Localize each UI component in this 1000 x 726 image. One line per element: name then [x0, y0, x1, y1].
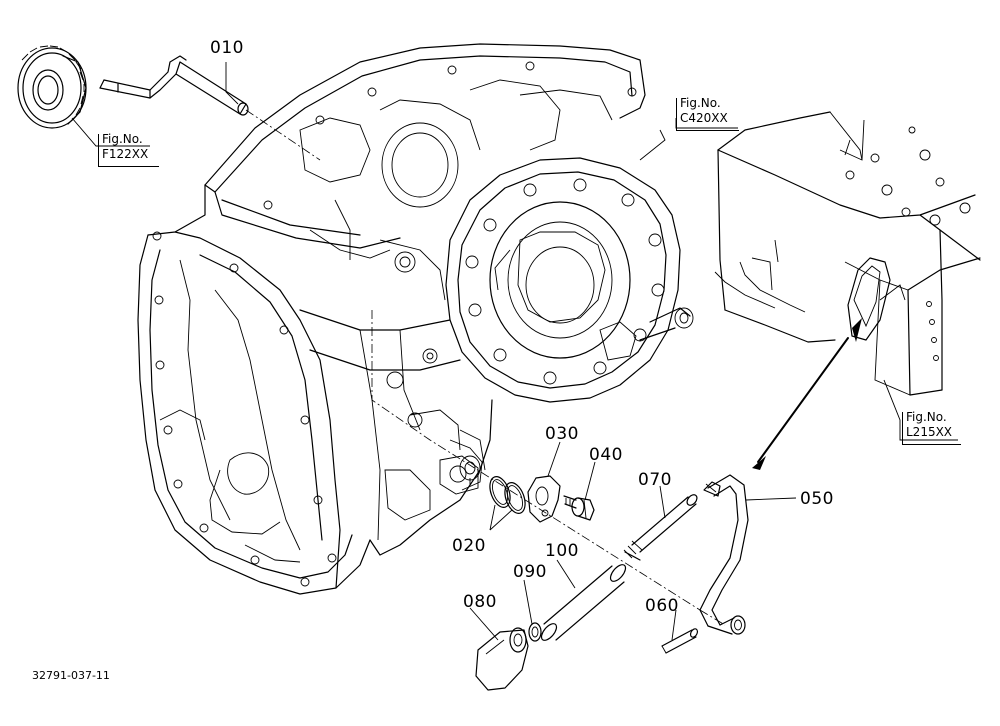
part-label-100: 100 — [545, 541, 579, 561]
figure-ref-prefix: Fig.No. — [680, 96, 721, 110]
arrow-head — [852, 318, 862, 342]
figure-ref-prefix: Fig.No. — [102, 132, 143, 146]
part-label-070: 070 — [638, 470, 672, 490]
figure-ref-c420: Fig.No. C420XX — [676, 96, 739, 131]
part-label-020: 020 — [452, 536, 486, 556]
flange-030-drawing — [527, 475, 561, 523]
gear-drawing — [17, 45, 87, 129]
shaft-010-drawing — [99, 55, 321, 161]
transmission-case-drawing — [137, 43, 646, 595]
drawing-id: 32791-037-11 — [32, 669, 110, 682]
figure-ref-code: F122XX — [102, 147, 149, 161]
bolt-040-drawing — [563, 495, 595, 521]
pipe-100-drawing — [540, 564, 627, 641]
figure-ref-code: L215XX — [906, 425, 953, 439]
pipe-050-drawing — [699, 474, 749, 635]
figure-ref-f122: Fig.No. F122XX — [98, 132, 159, 167]
part-label-010: 010 — [210, 38, 244, 58]
figure-ref-prefix: Fig.No. — [906, 410, 947, 424]
part-label-030: 030 — [545, 424, 579, 444]
part-label-080: 080 — [463, 592, 497, 612]
plug-080-drawing — [475, 627, 529, 691]
hydraulic-block-drawing — [714, 111, 981, 396]
part-label-090: 090 — [513, 562, 547, 582]
washer-090-drawing — [528, 622, 542, 642]
part-label-060: 060 — [645, 596, 679, 616]
arrow-shaft — [757, 337, 849, 463]
pipe-070-drawing — [623, 494, 698, 561]
part-label-050: 050 — [800, 489, 834, 509]
leader-lines — [71, 62, 958, 641]
o-rings-020-drawing — [489, 476, 526, 514]
rear-flange-drawing — [445, 157, 694, 403]
assembly-centre-line — [371, 310, 701, 611]
figure-ref-code: C420XX — [680, 111, 728, 125]
part-label-040: 040 — [589, 445, 623, 465]
pin-060-drawing — [661, 628, 699, 654]
figure-ref-l215: Fig.No. L215XX — [902, 410, 961, 445]
